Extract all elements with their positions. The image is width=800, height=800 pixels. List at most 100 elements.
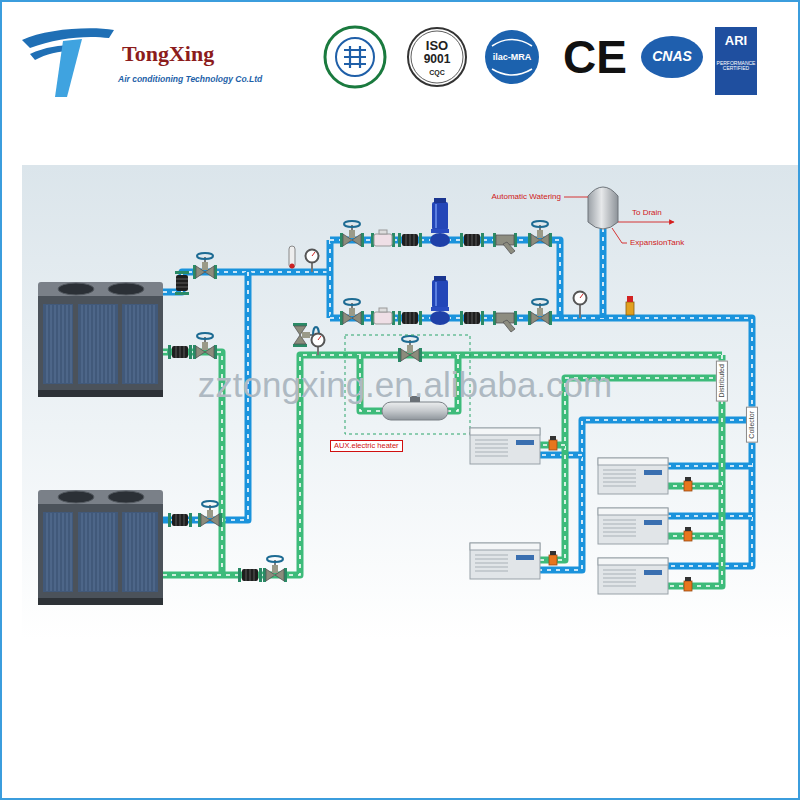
cert-text: ARI <box>725 34 747 48</box>
control-valve <box>549 440 557 450</box>
flange <box>419 233 422 247</box>
joint-rib <box>406 234 407 246</box>
ilac-arc <box>492 69 532 75</box>
pipe-tag: Collector <box>746 407 758 443</box>
fan-coil-unit <box>470 543 540 579</box>
joint-rib <box>406 312 407 324</box>
flange <box>214 345 217 359</box>
handwheel <box>202 501 218 507</box>
flange <box>460 233 463 247</box>
coil-fin <box>146 513 147 591</box>
unit-top <box>470 543 540 550</box>
gate-valve <box>340 221 364 247</box>
flow-marks <box>540 454 582 456</box>
flange <box>481 311 484 325</box>
joint-body <box>464 312 480 324</box>
unit-casing <box>598 458 668 494</box>
control-valve <box>684 581 692 591</box>
cert-mark: CE <box>563 32 627 83</box>
check-cap <box>379 308 387 312</box>
unit-strip <box>644 470 662 475</box>
coil-fin <box>71 305 72 383</box>
flange <box>361 233 364 247</box>
flange <box>419 348 422 362</box>
joint-rib <box>176 283 188 284</box>
valve-bonnet <box>207 510 213 518</box>
flange <box>284 568 287 582</box>
iso-ring <box>411 31 463 83</box>
coil-fin <box>94 305 95 383</box>
pipe <box>330 240 560 318</box>
unit-vent <box>475 448 508 449</box>
seal-glyph <box>344 46 366 68</box>
flow-marks <box>540 378 722 560</box>
cert-text: 9001 <box>424 53 451 66</box>
pressure-gauge <box>574 292 587 305</box>
coil-fin <box>86 305 87 383</box>
joint-body <box>402 234 418 246</box>
unit-strip <box>644 570 662 575</box>
flow-marks <box>163 355 722 575</box>
coil-fin <box>82 305 83 383</box>
watermark: zztongxing.en.alibaba.com <box>198 366 612 405</box>
iso-ring <box>408 28 466 86</box>
ari-badge <box>715 27 757 95</box>
joint-body <box>172 514 188 526</box>
coil-fin <box>98 513 99 591</box>
flange <box>398 311 401 325</box>
coil-fin <box>55 513 56 591</box>
coil-fin <box>110 513 111 591</box>
coil-fin <box>63 305 64 383</box>
unit-top <box>598 558 668 565</box>
pump-cap <box>434 276 446 281</box>
coil-fin <box>142 513 143 591</box>
coil-fin <box>47 305 48 383</box>
unit-vent <box>475 555 508 556</box>
coil-fin <box>86 513 87 591</box>
gate-valve <box>528 221 552 247</box>
seal-ring <box>325 27 385 87</box>
flange <box>168 345 171 359</box>
gauge-needle <box>318 336 321 340</box>
y-strainer <box>493 311 517 332</box>
check-valve <box>371 230 395 247</box>
joint-rib <box>476 312 477 324</box>
gate-valve <box>193 333 217 359</box>
flange <box>398 233 401 247</box>
unit-vent <box>603 586 636 587</box>
chiller-unit <box>38 282 163 397</box>
coil-fin <box>59 305 60 383</box>
handwheel <box>197 333 213 339</box>
pump-casing <box>430 311 450 325</box>
joint-rib <box>414 312 415 324</box>
gauge-needle <box>580 294 583 298</box>
ilac-disc <box>485 30 539 84</box>
flange <box>175 271 189 274</box>
coil-fin <box>55 305 56 383</box>
chiller-base <box>38 390 163 397</box>
valve-bonnet <box>537 230 543 238</box>
flange <box>189 513 192 527</box>
coil-fin <box>67 513 68 591</box>
gate-valve <box>340 299 364 325</box>
coil-panel <box>43 512 73 592</box>
check-valve <box>371 308 395 325</box>
coil-fin <box>47 513 48 591</box>
unit-vent <box>603 478 636 479</box>
coil-fin <box>130 305 131 383</box>
flange <box>168 513 171 527</box>
gate-valve <box>198 501 222 527</box>
flexible-joint <box>168 345 192 359</box>
components <box>168 187 692 591</box>
flange <box>238 568 241 582</box>
handwheel <box>532 299 548 305</box>
pipe <box>163 355 722 575</box>
unit-vent <box>603 474 636 475</box>
cert-text: PERFORMANCE CERTIFIED <box>716 61 756 72</box>
joint-rib <box>176 287 188 288</box>
coil-fin <box>126 305 127 383</box>
coil-panel <box>43 304 73 384</box>
logo-stem <box>55 39 82 97</box>
